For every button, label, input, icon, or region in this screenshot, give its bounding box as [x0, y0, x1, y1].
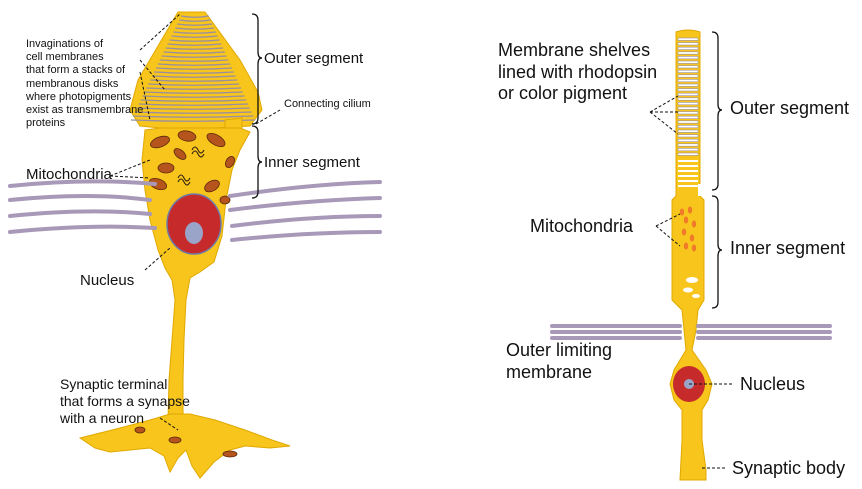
membrane-shelf [678, 175, 698, 177]
membrane-shelf [678, 66, 698, 68]
membrane-shelf [678, 148, 698, 150]
label-outer-limiting-membrane: Outer limiting membrane [506, 340, 612, 383]
membrane-shelf [678, 102, 698, 104]
membrane-shelf [678, 144, 698, 146]
membrane-shelf [678, 43, 698, 45]
label-inner-segment-right: Inner segment [730, 238, 845, 260]
membrane-shelf [678, 125, 698, 127]
membrane-shelf [678, 107, 698, 109]
membrane-shelf [678, 61, 698, 63]
membrane-shelf [678, 165, 698, 167]
label-mitochondria-right: Mitochondria [530, 216, 633, 238]
mitochondrion [135, 427, 145, 433]
label-invaginations: Invaginations of cell membranes that for… [26, 38, 143, 130]
membrane-shelf [678, 116, 698, 118]
membrane-shelf [678, 56, 698, 58]
right-braces [712, 32, 722, 308]
mitochondrion [690, 235, 694, 242]
membrane-shelf [678, 139, 698, 141]
membrane-shelf [678, 70, 698, 72]
label-membrane-shelves: Membrane shelves lined with rhodopsin or… [498, 40, 657, 105]
label-inner-segment-left: Inner segment [264, 154, 360, 172]
label-synaptic-terminal: Synaptic terminal that forms a synapse w… [60, 376, 190, 426]
label-mitochondria-left: Mitochondria [26, 166, 112, 184]
mitochondrion [680, 209, 684, 216]
membrane-shelf [678, 47, 698, 49]
mitochondrion [692, 221, 696, 228]
membrane-shelf [678, 84, 698, 86]
mitochondrion [692, 245, 696, 252]
mitochondrion [169, 437, 181, 443]
mitochondrion [158, 163, 174, 173]
label-outer-segment-left: Outer segment [264, 50, 363, 68]
membrane-shelf [678, 130, 698, 132]
label-nucleus-left: Nucleus [80, 272, 134, 290]
mitochondrion [223, 451, 237, 457]
membrane-shelf [678, 121, 698, 123]
mitochondrion [682, 229, 686, 236]
membrane-shelf [678, 52, 698, 54]
label-outer-segment-right: Outer segment [730, 98, 849, 120]
membrane-shelf [678, 185, 698, 187]
membrane-shelf [678, 79, 698, 81]
membrane-shelf [678, 89, 698, 91]
membrane-shelf [678, 98, 698, 100]
membrane-shelf [678, 170, 698, 172]
membrane-shelf [678, 112, 698, 114]
membrane-shelf [678, 160, 698, 162]
mitochondrion [684, 217, 688, 224]
mitochondrion [688, 207, 692, 214]
mitochondrion [684, 243, 688, 250]
label-synaptic-body: Synaptic body [732, 458, 845, 480]
membrane-shelf [678, 135, 698, 137]
label-connecting-cilium: Connecting cilium [284, 98, 371, 111]
label-nucleus-right: Nucleus [740, 374, 805, 396]
membrane-shelf [678, 153, 698, 155]
membrane-shelf [678, 38, 698, 40]
membrane-shelf [678, 180, 698, 182]
membrane-shelf [678, 75, 698, 77]
nucleolus [185, 222, 203, 244]
membrane-shelf [678, 93, 698, 95]
